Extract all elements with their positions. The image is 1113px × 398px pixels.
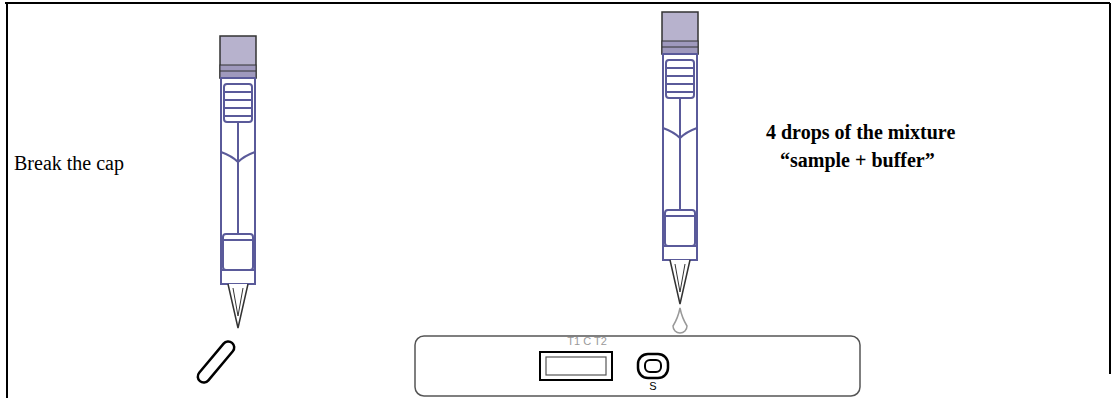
sample-well bbox=[638, 354, 668, 378]
broken-cap bbox=[195, 339, 236, 385]
test-cassette: T1 C T2 S bbox=[415, 336, 860, 396]
dropper-tube bbox=[220, 36, 256, 328]
dropper-tube bbox=[662, 12, 698, 304]
step-instruction: Break the cap bbox=[14, 152, 124, 175]
step-instruction: “sample + buffer” bbox=[780, 149, 935, 172]
result-window bbox=[540, 352, 612, 380]
test-cassette bbox=[415, 336, 860, 396]
line-labels: T1 C T2 bbox=[567, 335, 607, 347]
step-instruction: 4 drops of the mixture bbox=[766, 121, 955, 144]
drop bbox=[673, 308, 687, 333]
well-label: S bbox=[649, 380, 656, 392]
